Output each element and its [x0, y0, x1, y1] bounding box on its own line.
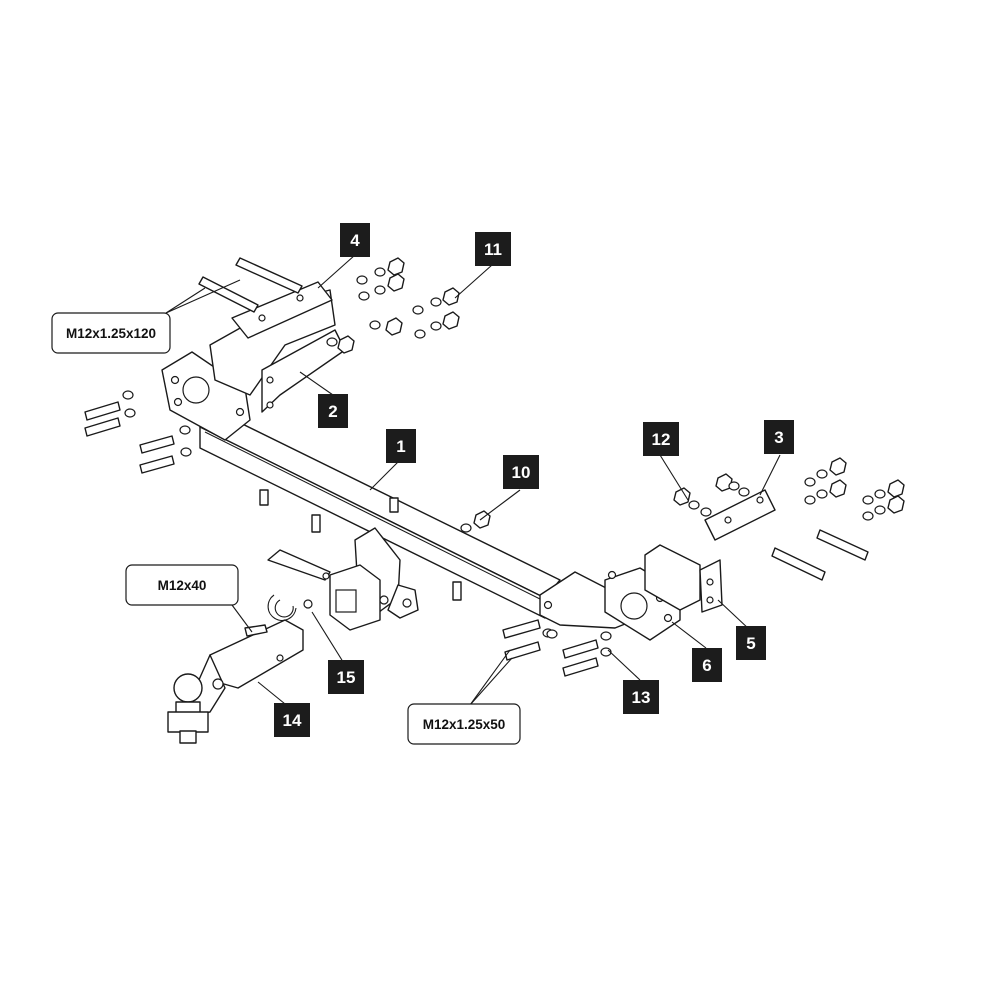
badge-part-2: 2	[318, 394, 348, 428]
callout-bolt-m12x40: M12x40	[125, 564, 239, 606]
hitch-pin	[267, 549, 331, 581]
callout-bolt-m12x1-25x120: M12x1.25x120	[51, 312, 171, 354]
badge-part-14: 14	[274, 703, 310, 737]
left-top-plate	[231, 281, 333, 339]
badge-label: 14	[283, 711, 302, 730]
badge-label: 6	[702, 656, 711, 675]
badge-part-5: 5	[736, 626, 766, 660]
badge-label: 4	[350, 231, 360, 250]
badge-part-1: 1	[386, 429, 416, 463]
short-bolts-left	[84, 390, 192, 474]
nuts-washers-right	[673, 457, 905, 521]
retaining-clip	[267, 594, 313, 621]
right-bracket	[539, 567, 681, 641]
badge-label: 11	[484, 240, 502, 259]
short-bolts-right	[502, 619, 612, 677]
left-bracket	[161, 289, 346, 441]
receiver-hitch	[329, 527, 419, 631]
badge-label: 10	[512, 463, 531, 482]
badge-label: 3	[774, 428, 783, 447]
badge-part-4: 4	[340, 223, 370, 257]
callout-bolt-m12x1-25x50: M12x1.25x50	[407, 703, 521, 745]
badge-part-11: 11	[475, 232, 511, 266]
badge-part-6: 6	[692, 648, 722, 682]
ball-mount	[167, 619, 304, 744]
badge-label: 15	[337, 668, 356, 687]
badge-part-3: 3	[764, 420, 794, 454]
right-upper-bracket	[644, 489, 776, 613]
callout-label: M12x1.25x120	[66, 326, 156, 341]
nuts-washers-left	[326, 257, 460, 354]
leader-lines	[165, 254, 781, 709]
badge-part-12: 12	[643, 422, 679, 456]
badge-part-13: 13	[623, 680, 659, 714]
badge-label: 13	[632, 688, 651, 707]
callout-label: M12x1.25x50	[423, 717, 506, 732]
badge-label: 2	[328, 402, 337, 421]
callout-label: M12x40	[158, 578, 207, 593]
badge-label: 1	[396, 437, 405, 456]
main-crossbeam	[199, 411, 561, 619]
badge-part-10: 10	[503, 455, 539, 489]
badge-part-15: 15	[328, 660, 364, 694]
badge-label: 12	[652, 430, 671, 449]
long-bolts	[198, 257, 869, 581]
badge-label: 5	[746, 634, 755, 653]
nut-part-10	[460, 510, 491, 533]
